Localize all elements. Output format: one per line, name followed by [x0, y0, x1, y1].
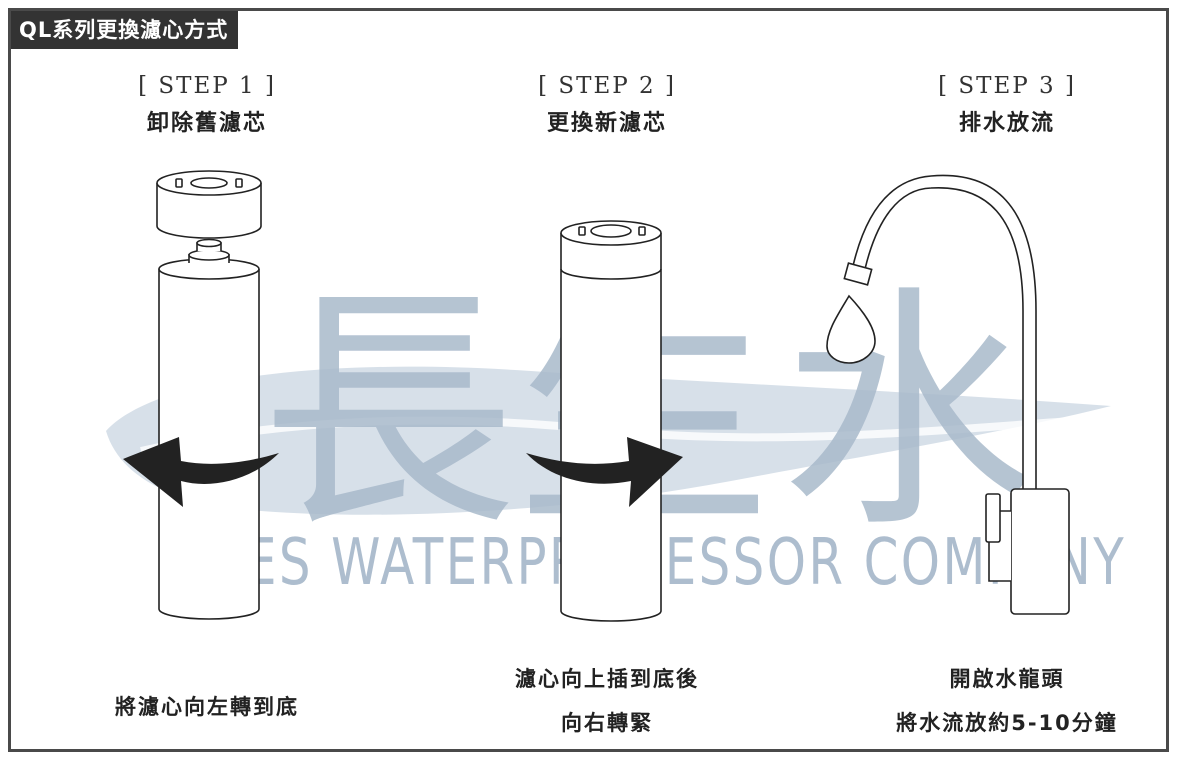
- illustrations: [123, 170, 1070, 622]
- step2-rotate-right-arrow: [526, 437, 683, 507]
- step2-label: [ STEP 2 ]: [538, 73, 676, 99]
- step1-title: 卸除舊濾芯: [146, 111, 267, 136]
- instruction-panel: 長 生 水 LEES WATERPROCESSOR COMPANY QL系列更換…: [8, 8, 1169, 752]
- step1-rotate-left-arrow: [123, 437, 279, 507]
- step3-label: [ STEP 3 ]: [938, 73, 1076, 99]
- watermark-char-1: 長: [261, 265, 516, 562]
- step3-caption-line1: 開啟水龍頭: [949, 667, 1065, 691]
- water-drop: [826, 294, 876, 364]
- step2-title: 更換新濾芯: [546, 111, 667, 136]
- step1-label: [ STEP 1 ]: [138, 73, 276, 99]
- page-title: QL系列更換濾心方式: [11, 11, 239, 49]
- step1-filter-cap: [156, 170, 262, 239]
- step1-caption: 將濾心向左轉到底: [115, 695, 299, 719]
- step3-faucet: [843, 174, 1070, 615]
- step2-caption-line2: 向右轉緊: [561, 711, 653, 735]
- step3-title: 排水放流: [958, 111, 1055, 136]
- step2-caption-line1: 濾心向上插到底後: [515, 667, 699, 691]
- step3-caption-line2: 將水流放約5-10分鐘: [896, 711, 1118, 735]
- step1-filter-cartridge: [158, 238, 260, 620]
- step2-filter-assembled: [560, 220, 662, 622]
